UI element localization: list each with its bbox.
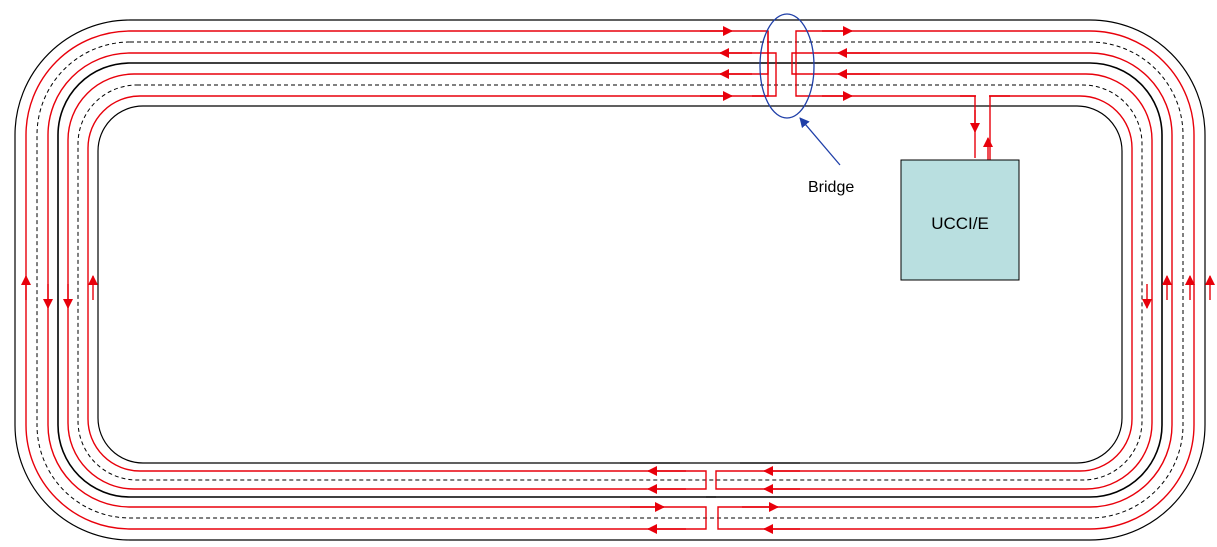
bridge-label: Bridge xyxy=(808,179,854,196)
box-connector-arrows xyxy=(970,110,993,160)
box-connector-white xyxy=(976,91,989,101)
lane-divider-inner xyxy=(77,84,1143,481)
outer-boundary xyxy=(14,19,1206,541)
lane-ring-1 xyxy=(25,30,1195,530)
bottom-bridge-connectors xyxy=(686,470,740,530)
top-lane-arrows xyxy=(700,26,880,101)
lane-ring-2 xyxy=(47,52,1173,508)
ucci-e-box: UCCI/E xyxy=(900,159,1020,281)
bottom-bridge-black-marks xyxy=(620,462,800,498)
inner-boundary xyxy=(97,105,1123,464)
box-label: UCCI/E xyxy=(931,214,989,233)
bridge-pointer-arrow xyxy=(799,117,841,166)
middle-separator xyxy=(57,62,1163,498)
lane-ring-4 xyxy=(87,95,1133,472)
bottom-bridge-gaps xyxy=(686,466,740,536)
lane-divider-outer xyxy=(36,41,1184,519)
left-lane-arrows xyxy=(21,275,98,309)
right-lane-arrows xyxy=(1142,275,1215,309)
bottom-lane-arrows xyxy=(630,466,800,534)
lane-ring-3 xyxy=(67,73,1153,490)
bridge-marker: Bridge xyxy=(759,13,854,196)
